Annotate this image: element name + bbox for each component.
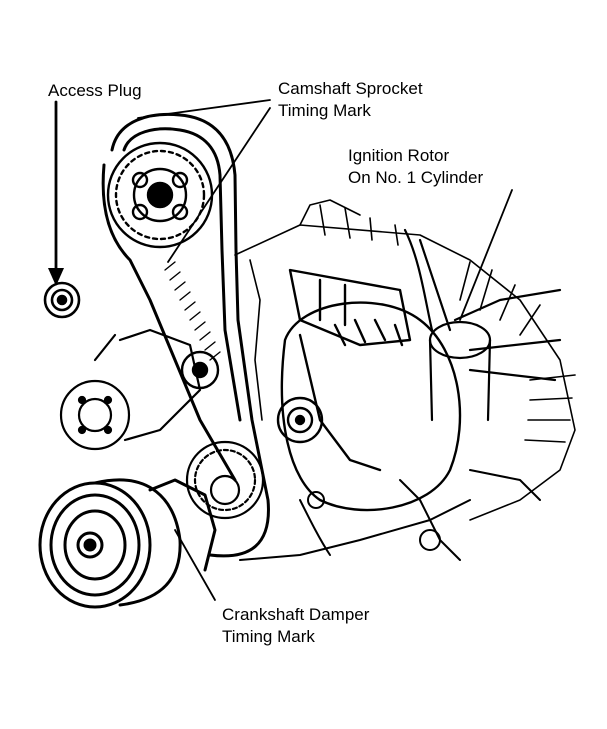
tensioner-pulley: [180, 350, 220, 390]
camshaft-sprocket-label-line1: Camshaft Sprocket: [278, 79, 423, 98]
camshaft-sprocket: [106, 141, 214, 249]
crankshaft-damper-label-line1: Crankshaft Damper: [222, 605, 370, 624]
crankshaft-damper-label-line2: Timing Mark: [222, 627, 315, 646]
alternator-pulley: [276, 396, 324, 444]
engine-block: [234, 199, 576, 521]
water-pump: [59, 328, 202, 451]
access-plug: [43, 281, 81, 319]
access-plug-label: Access Plug: [48, 81, 142, 100]
ignition-rotor-label-line2: On No. 1 Cylinder: [348, 168, 484, 187]
distributor: [403, 228, 562, 422]
ignition-rotor-label-line1: Ignition Rotor: [348, 146, 450, 165]
camshaft-sprocket-label-line2: Timing Mark: [278, 101, 371, 120]
callout-leaders: [137, 99, 513, 601]
belt-teeth: [164, 261, 221, 361]
alternator: [280, 268, 462, 512]
lower-block: [239, 469, 541, 561]
crankshaft-sprocket: [185, 440, 265, 520]
crankshaft-damper: [38, 478, 217, 609]
arrowhead-icon: [48, 268, 64, 286]
